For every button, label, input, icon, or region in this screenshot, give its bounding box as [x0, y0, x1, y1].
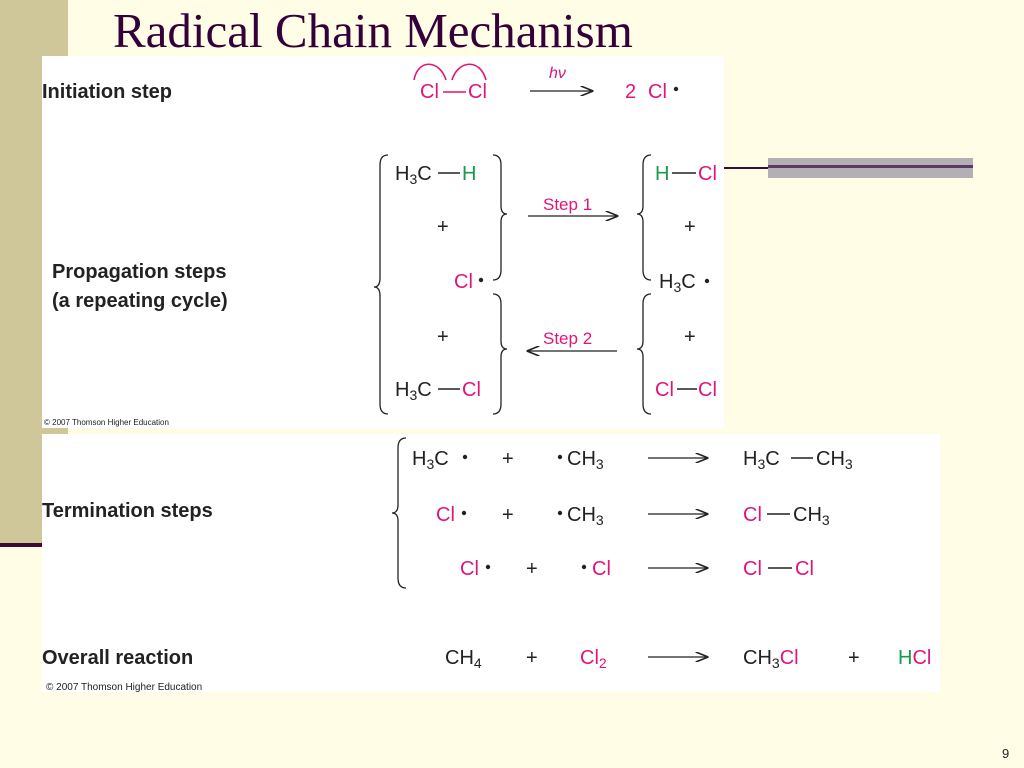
term-row3-product-b: Cl [795, 558, 814, 580]
term-row2-product-b: CH3 [793, 504, 830, 528]
chloromethane-formula: H3C [395, 379, 432, 403]
radical-dot [581, 564, 587, 570]
plus-sign: + [437, 326, 449, 348]
term-row2-product-a: Cl [743, 504, 762, 526]
step1-open-brace [636, 154, 652, 281]
plus-sign: + [502, 448, 514, 470]
plus-sign: + [526, 558, 538, 580]
radical-dot [478, 277, 484, 283]
initiation-cl-right: Cl [468, 81, 487, 103]
decorative-bar [768, 158, 973, 178]
term-row1-reactant-a: H3C [412, 448, 449, 472]
step2-close-brace [492, 293, 508, 415]
termination-brace [391, 437, 407, 589]
radical-dot [462, 454, 468, 460]
methane-formula: H3C [395, 163, 432, 187]
overall-chlorine: Cl2 [580, 647, 607, 671]
page-number: 9 [1002, 746, 1010, 761]
term-row1-reactant-b: CH3 [567, 448, 604, 472]
hcl-hydrogen: H [655, 163, 670, 185]
term-row1-product-a: H3C [743, 448, 780, 472]
fishhook-arrow-left [413, 63, 447, 81]
step-1-label: Step 1 [543, 195, 593, 214]
step2-open-brace [636, 293, 652, 415]
plus-sign: + [848, 647, 860, 669]
initiation-label: Initiation step [42, 81, 172, 103]
left-open-brace [373, 154, 389, 415]
radical-dot [557, 454, 563, 460]
plus-sign: + [437, 216, 449, 238]
slide-title: Radical Chain Mechanism [113, 3, 633, 58]
radical-dot [673, 86, 679, 92]
initiation-product-coef: 2 [625, 81, 637, 103]
initiation-cl-left: Cl [420, 81, 439, 103]
term-row3-product-a: Cl [743, 558, 762, 580]
radical-dot [557, 510, 563, 516]
overall-methane: CH4 [445, 647, 482, 671]
decorative-connector-line [724, 167, 770, 169]
methane-hydrogen: H [462, 163, 477, 185]
cl2-left: Cl [655, 379, 674, 401]
accent-line [0, 543, 45, 547]
radical-dot [461, 510, 467, 516]
radical-dot [704, 278, 710, 284]
initiation-product: Cl [648, 81, 667, 103]
copyright-bottom: © 2007 Thomson Higher Education [46, 682, 203, 693]
termination-label: Termination steps [42, 500, 213, 522]
mechanism-figure-bottom [42, 434, 940, 692]
hcl-chlorine: Cl [698, 163, 717, 185]
chlorine-radical: Cl [454, 271, 473, 293]
propagation-sublabel: (a repeating cycle) [52, 290, 228, 312]
step-2-label: Step 2 [543, 329, 593, 348]
term-row1-product-b: CH3 [816, 448, 853, 472]
term-row3-reactant-b: Cl [592, 558, 611, 580]
plus-sign: + [526, 647, 538, 669]
term-row2-reactant-a: Cl [436, 504, 455, 526]
term-row3-reactant-a: Cl [460, 558, 479, 580]
mechanism-figure-top [42, 56, 724, 428]
overall-chloromethane: CH3Cl [743, 647, 799, 671]
radical-dot [485, 564, 491, 570]
overall-hcl: HCl [898, 647, 932, 669]
propagation-label: Propagation steps [52, 261, 227, 283]
methyl-radical: H3C [659, 271, 696, 295]
plus-sign: + [684, 216, 696, 238]
copyright-top: © 2007 Thomson Higher Education [44, 418, 169, 427]
fishhook-arrow-right [451, 63, 487, 81]
cl2-right: Cl [698, 379, 717, 401]
plus-sign: + [684, 326, 696, 348]
step1-close-brace [492, 154, 508, 281]
term-row2-reactant-b: CH3 [567, 504, 604, 528]
plus-sign: + [502, 504, 514, 526]
initiation-condition: hν [549, 65, 566, 82]
chloromethane-cl: Cl [462, 379, 481, 401]
overall-label: Overall reaction [42, 647, 194, 669]
decorative-bar-line [768, 165, 973, 168]
